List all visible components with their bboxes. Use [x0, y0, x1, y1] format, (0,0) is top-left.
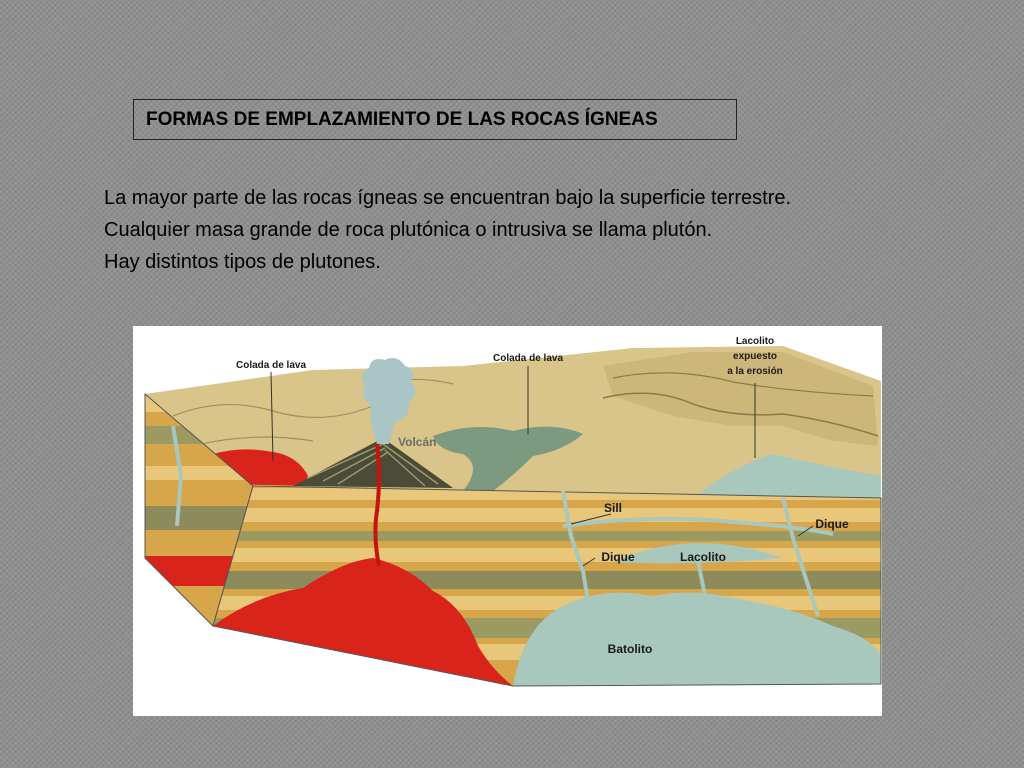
intro-text: La mayor parte de las rocas ígneas se en…: [104, 182, 984, 278]
batholith: [513, 592, 881, 686]
exposed-laccolith: [693, 454, 881, 498]
label-exposed-laccolith-3: a la erosión: [727, 366, 783, 377]
dike-laccolith: [696, 560, 710, 612]
intro-line-1: La mayor parte de las rocas ígneas se en…: [104, 187, 792, 209]
intro-line-3: Hay distintos tipos de plutones.: [104, 251, 381, 273]
label-exposed-laccolith-1: Lacolito: [736, 336, 774, 347]
label-dike-right: Dique: [815, 517, 849, 531]
plateau: [603, 352, 878, 446]
label-batholith: Batolito: [608, 642, 653, 656]
igneous-emplacement-diagram: Colada de lava Colada de lava Lacolito e…: [133, 326, 882, 716]
laccolith: [613, 542, 783, 564]
label-volcano: Volcán: [398, 435, 436, 449]
stratum-5: [213, 571, 881, 589]
stratum-3: [213, 531, 881, 541]
label-lava-flow-left: Colada de lava: [236, 360, 306, 371]
label-laccolith: Lacolito: [680, 550, 726, 564]
intro-line-2: Cualquier masa grande de roca plutónica …: [104, 219, 713, 241]
label-dike-center: Dique: [601, 550, 635, 564]
dike-right: [781, 497, 820, 617]
dike-left: [171, 425, 184, 527]
center-lava-flow: [433, 426, 583, 491]
sill: [562, 516, 834, 536]
label-exposed-laccolith-2: expuesto: [733, 351, 777, 362]
slide-title: FORMAS DE EMPLAZAMIENTO DE LAS ROCAS ÍGN…: [133, 99, 737, 140]
label-lava-flow-center: Colada de lava: [493, 353, 563, 364]
label-sill: Sill: [604, 501, 622, 515]
volcanic-conduit: [373, 443, 381, 567]
ash-plume: [361, 358, 416, 444]
dike-center: [561, 490, 590, 602]
